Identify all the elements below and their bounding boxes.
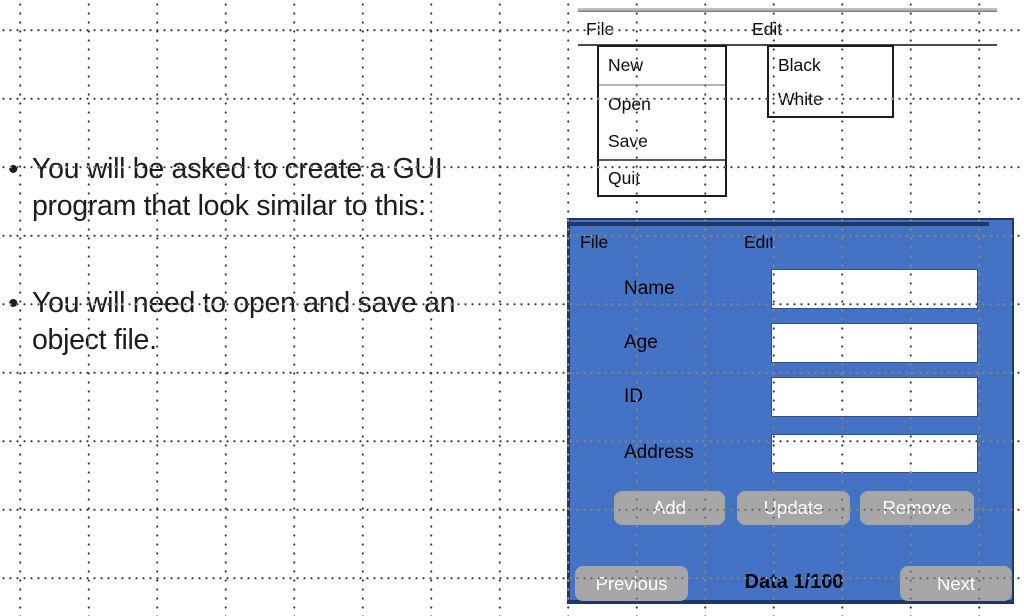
mockup-menubar-edit[interactable]: Edit	[752, 19, 783, 39]
menu-item-open[interactable]: Open	[608, 94, 651, 114]
bullet-item: • You will need to open and save an obje…	[8, 285, 456, 359]
window-top-accent-line	[570, 222, 989, 226]
add-button[interactable]: Add	[614, 491, 725, 525]
previous-button[interactable]: Previous	[575, 566, 688, 601]
bullet-text-line: You will need to open and save an	[32, 287, 456, 319]
id-field-label: ID	[624, 386, 643, 407]
name-input[interactable]	[771, 269, 978, 309]
menu-item-black[interactable]: Black	[778, 54, 821, 75]
bullet-text-line: object file.	[32, 324, 157, 356]
age-input[interactable]	[771, 323, 978, 363]
menu-item-quit[interactable]: Quit	[608, 167, 641, 188]
next-button[interactable]: Next	[900, 566, 1012, 601]
bullet-text-line: program that look similar to this:	[32, 190, 426, 222]
bullet-icon: •	[8, 153, 19, 186]
name-field-label: Name	[624, 278, 675, 299]
gui-window-mockup: File Edit Name Age ID Address Add Update…	[567, 218, 1014, 604]
bullet-text-line: You will be asked to create a GUI	[32, 153, 443, 185]
remove-button[interactable]: Remove	[860, 491, 974, 525]
id-input[interactable]	[771, 377, 978, 417]
update-button[interactable]: Update	[737, 491, 850, 525]
window-menubar-edit[interactable]: Edit	[744, 232, 775, 252]
menu-item-new[interactable]: New	[608, 55, 644, 75]
address-field-label: Address	[624, 442, 694, 463]
file-dropdown-menu: New Open Save Quit	[597, 45, 727, 197]
bullet-icon: •	[8, 287, 19, 320]
menubar-top-line	[578, 8, 997, 12]
bullet-item: • You will be asked to create a GUI prog…	[8, 151, 443, 225]
mockup-menubar-file[interactable]: File	[586, 19, 615, 39]
address-input[interactable]	[771, 434, 978, 473]
menu-item-white[interactable]: White	[778, 89, 823, 109]
data-counter-label: Data 1/100	[744, 571, 844, 593]
edit-dropdown-menu: Black White	[767, 45, 894, 118]
window-menubar-file[interactable]: File	[580, 232, 609, 252]
menu-item-save[interactable]: Save	[608, 130, 648, 151]
age-field-label: Age	[624, 332, 658, 353]
